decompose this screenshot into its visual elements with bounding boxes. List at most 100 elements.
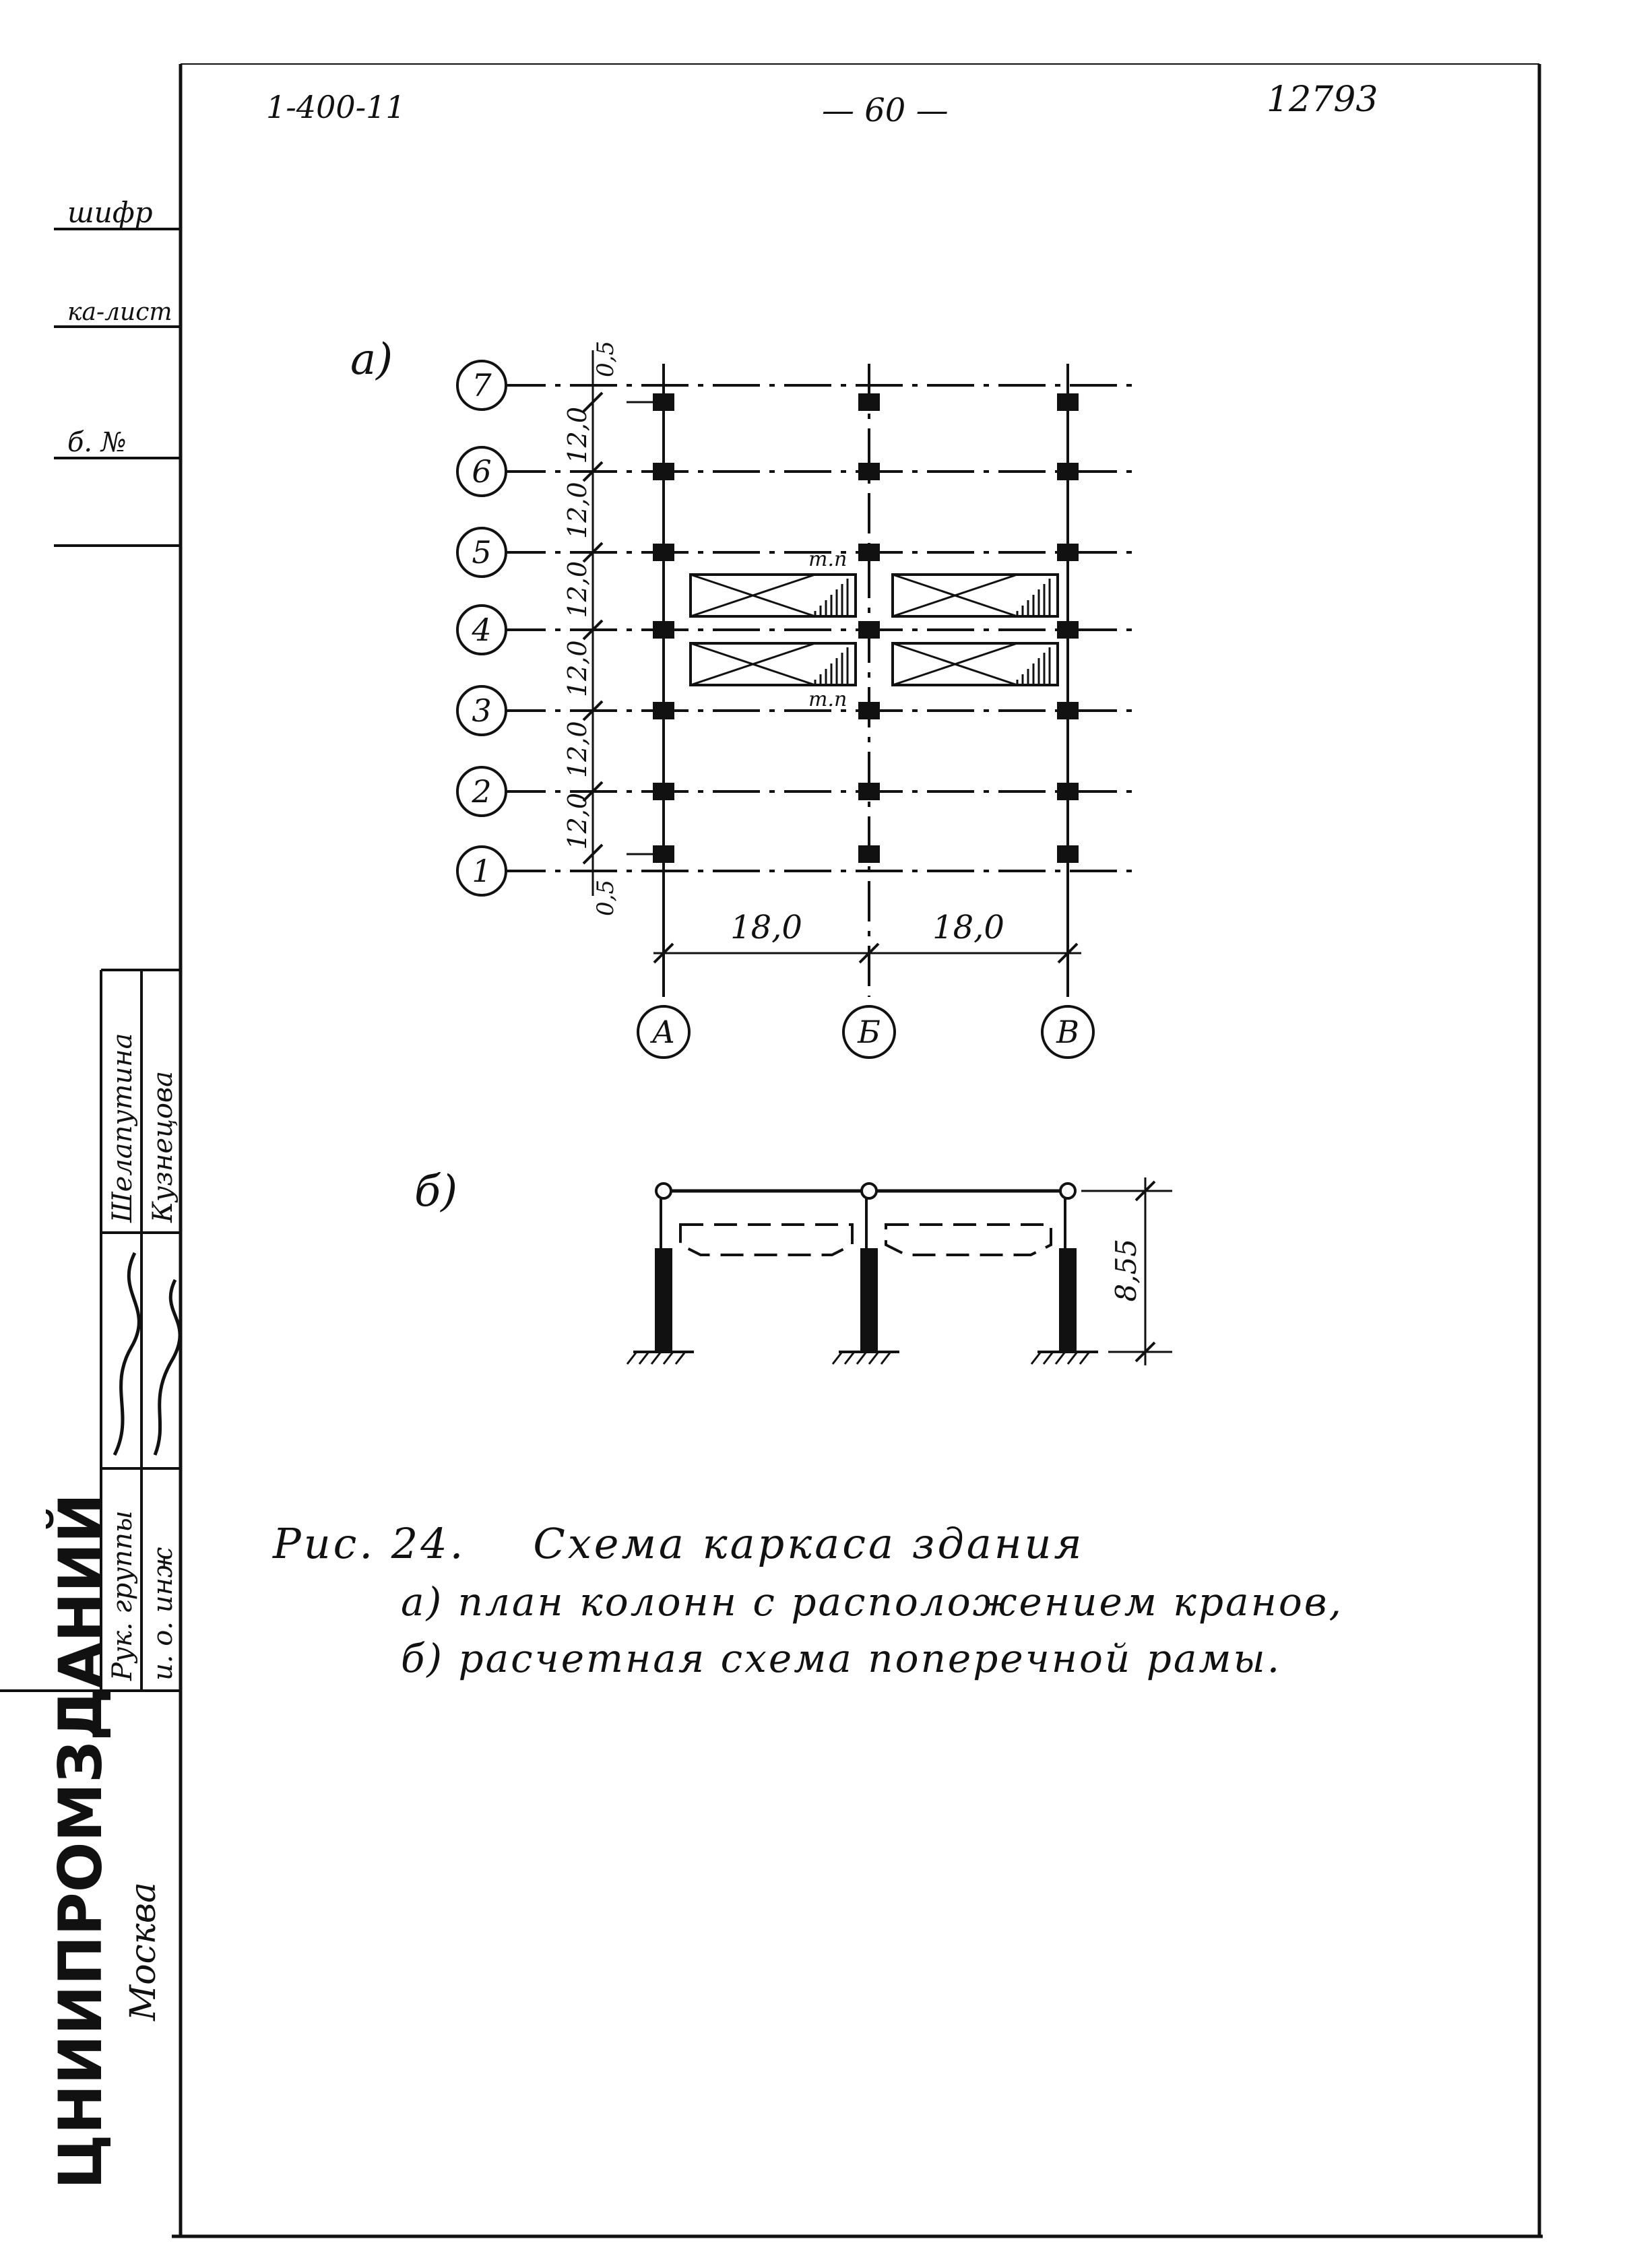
column-mark	[858, 621, 880, 639]
page-number: — 60 —	[822, 92, 949, 129]
hinge-node	[860, 1182, 878, 1200]
figure-a-label: а)	[350, 335, 393, 385]
column-mark	[1057, 544, 1079, 561]
span-label: 18,0	[730, 909, 802, 946]
series-code: 1-400-11	[266, 89, 406, 125]
crane-diagonal	[892, 642, 1018, 686]
row-axis-bubble	[456, 604, 507, 655]
fixity-hatch	[868, 1351, 880, 1365]
dimension-tick	[582, 700, 604, 721]
crane-outline	[891, 573, 1059, 618]
fixity-hatch	[1066, 1351, 1079, 1365]
dimension-tick	[858, 942, 880, 964]
fixity-hatch	[638, 1351, 650, 1365]
fixity-hatch	[843, 1351, 856, 1365]
row-axis-label: 1	[472, 853, 491, 889]
fixity-hatch	[1030, 1351, 1042, 1365]
column-axis-label: Б	[857, 1014, 881, 1050]
row-axis-bubble	[456, 446, 507, 497]
fixity-hatch	[856, 1351, 868, 1365]
row-axis-bubble	[456, 527, 507, 578]
fixity-hatch	[831, 1351, 843, 1365]
dimension-tick	[582, 391, 604, 413]
column-mark	[858, 544, 880, 561]
row-spacing-label: 12,0	[563, 793, 592, 850]
edge-offset-bottom-label: 0,5	[592, 880, 619, 916]
column-mark	[1057, 783, 1079, 800]
fixity-hatch	[880, 1351, 892, 1365]
row-axis-label: 7	[472, 367, 492, 403]
column-mark	[1057, 621, 1079, 639]
inventory-number: 12793	[1267, 79, 1378, 120]
dimension-tick	[582, 781, 604, 802]
edge-offset-top-label: 0,5	[592, 341, 619, 377]
column-mark	[653, 544, 674, 561]
crane-mark-bottom: т.п	[808, 688, 847, 711]
crane-girder	[885, 1223, 1052, 1256]
crane-diagonal	[892, 573, 1018, 618]
staff-name-2: Кузнецова	[148, 1071, 179, 1223]
dimension-tick	[1134, 1180, 1156, 1202]
caption-line-b: б) расчетная схема поперечной рамы.	[401, 1635, 1282, 1681]
frame-column	[655, 1248, 672, 1352]
row-axis-label: 3	[472, 692, 491, 729]
fixity-hatch	[1054, 1351, 1066, 1365]
row-axis-bubble	[456, 766, 507, 817]
side-staff-texts: Шелапутина Кузнецова Рук. группы и. о. и…	[107, 1033, 182, 1681]
crane-diagonal	[690, 573, 816, 618]
dimension-tick	[582, 619, 604, 641]
frame-diagram: 8,55	[626, 1177, 1172, 1365]
dimension-tick	[1057, 942, 1079, 964]
column-mark	[1057, 845, 1079, 863]
column-mark	[653, 463, 674, 480]
side-field-number: б. №	[67, 427, 127, 458]
signature-1	[113, 1252, 141, 1456]
side-fields-top	[54, 228, 181, 547]
crane-girder	[679, 1223, 854, 1256]
column-axis-bubble	[637, 1005, 691, 1059]
dimension-tick	[582, 542, 604, 563]
crane-diagonal	[690, 642, 816, 686]
dimension-tick	[653, 942, 674, 964]
figure-caption: Рис. 24. Схема каркаса здания а) план кол…	[273, 1519, 1553, 1681]
row-spacing-label: 12,0	[563, 407, 592, 464]
row-spacing-label: 12,0	[563, 640, 592, 697]
hinge-node	[1059, 1182, 1077, 1200]
city-stamp: Москва	[123, 1882, 164, 2021]
caption-title: Схема каркаса здания	[533, 1519, 1085, 1568]
fixity-hatch	[1079, 1351, 1091, 1365]
caption-prefix: Рис. 24.	[273, 1519, 466, 1568]
staff-role-2: и. о. инж	[148, 1547, 179, 1681]
side-field-sheet: ка-лист	[67, 298, 172, 326]
column-mark	[858, 783, 880, 800]
signature-2	[153, 1278, 182, 1456]
frame-column	[1059, 1248, 1077, 1352]
dimension-tick	[1134, 1341, 1156, 1363]
caption-line-a: а) план колонн с расположением кранов,	[401, 1579, 1343, 1625]
frame-column	[860, 1248, 878, 1352]
column-axis-bubble	[1041, 1005, 1095, 1059]
column-mark	[858, 463, 880, 480]
side-field-cipher: шифр	[67, 196, 153, 229]
dimension-tick	[582, 461, 604, 482]
staff-role-1: Рук. группы	[107, 1510, 138, 1681]
row-axis-label: 4	[471, 612, 491, 648]
institute-stamp: ЦНИИПРОМЗДАНИЙ	[46, 1493, 115, 2189]
column-axis-label: В	[1056, 1014, 1079, 1050]
column-mark	[653, 393, 674, 411]
fixity-hatch	[626, 1351, 638, 1365]
row-axis-label: 2	[471, 773, 491, 810]
column-mark	[858, 702, 880, 719]
column-mark	[653, 783, 674, 800]
column-mark	[1057, 702, 1079, 719]
crane-outline	[891, 642, 1059, 686]
staff-name-1: Шелапутина	[107, 1033, 138, 1223]
dimension-tick	[582, 843, 604, 865]
span-label: 18,0	[932, 909, 1004, 946]
column-axis-label: А	[650, 1014, 676, 1050]
row-axis-bubble	[456, 685, 507, 736]
column-axis-bubble	[842, 1005, 896, 1059]
column-mark	[1057, 463, 1079, 480]
